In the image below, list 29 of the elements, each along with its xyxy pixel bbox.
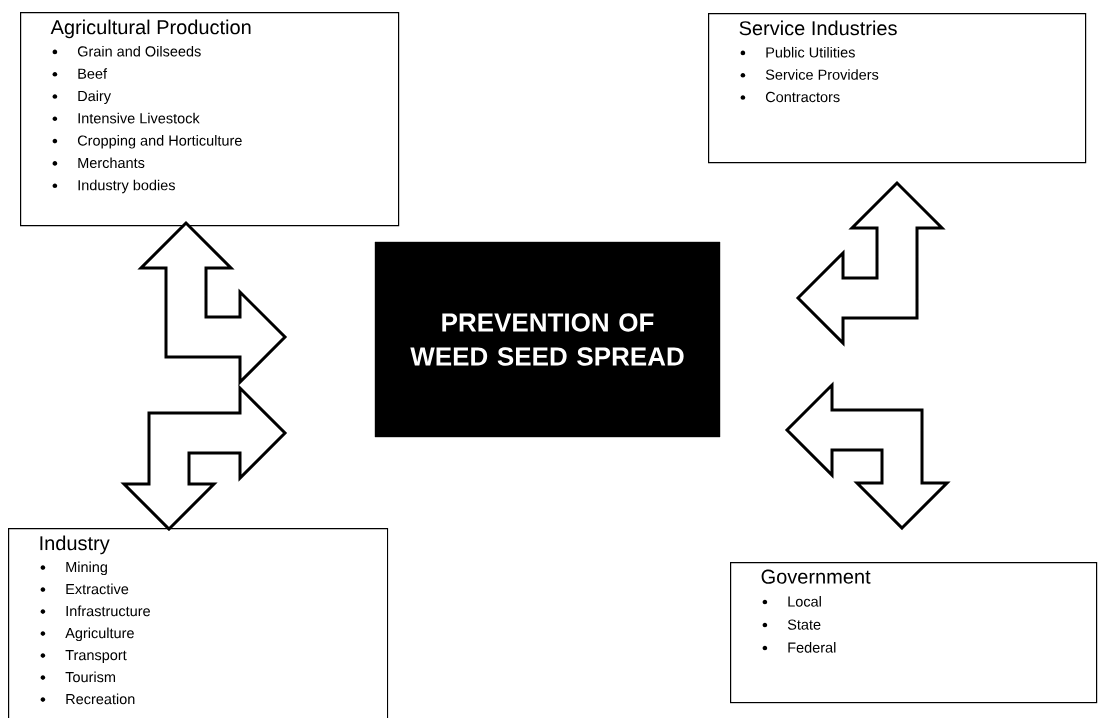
box-heading: Industry <box>40 535 110 555</box>
list-item: Tourism <box>65 671 115 683</box>
list-item: Infrastructure <box>66 605 150 617</box>
box-heading: Government <box>761 569 871 584</box>
list-item: State <box>787 619 821 630</box>
box-heading: Agricultural Production <box>50 19 251 39</box>
list-item: Transport <box>65 650 127 664</box>
box-heading: Service Industries <box>739 20 897 36</box>
list-box <box>730 562 1098 704</box>
list-item: Public Utilities <box>766 46 855 58</box>
list-item: Recreation <box>66 693 135 705</box>
list-box <box>8 528 389 718</box>
list-item: Agriculture <box>65 627 134 642</box>
list-item: Service Providers <box>765 69 879 80</box>
list-item: Extractive <box>66 583 129 595</box>
list-item: Cropping and Horticulture <box>77 135 242 149</box>
list-item: Merchants <box>78 157 145 169</box>
list-item: Contractors <box>765 91 840 103</box>
list-box <box>20 12 400 227</box>
list-item: Dairy <box>78 90 111 104</box>
list-item: Local <box>788 596 821 607</box>
list-item: Federal <box>788 642 836 653</box>
list-item: Industry bodies <box>78 179 175 194</box>
list-item: Intensive Livestock <box>78 112 200 124</box>
center-box: PREVENTION OF WEED SEED SPREAD <box>374 241 721 438</box>
list-box <box>708 13 1087 164</box>
list-item: Mining <box>66 561 107 576</box>
list-item: Beef <box>78 68 108 79</box>
list-item: Grain and Oilseeds <box>77 45 201 57</box>
